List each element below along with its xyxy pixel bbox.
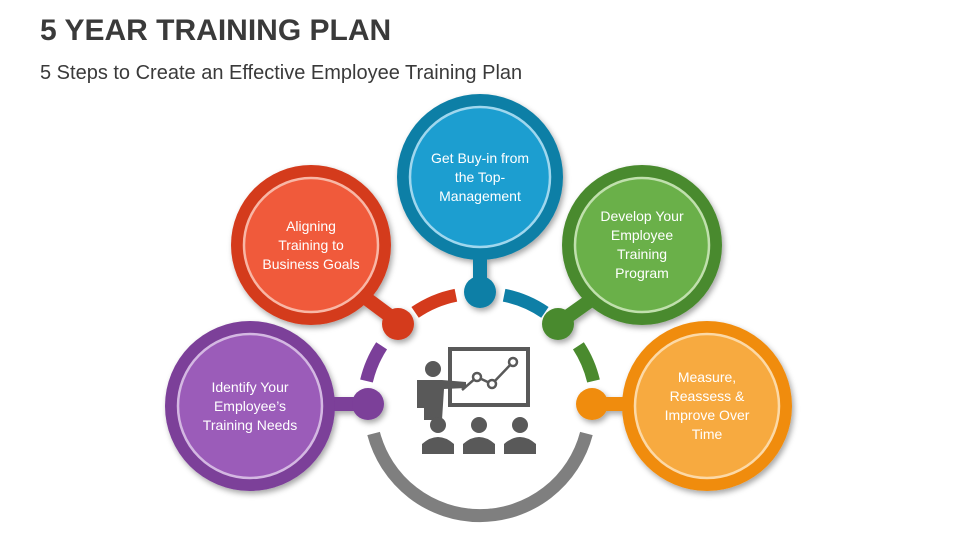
ring-segment-bottom <box>367 431 593 523</box>
step-2-node <box>231 165 414 340</box>
step-3-label: Get Buy-in from the Top-Management <box>430 149 530 204</box>
step-4-label: Develop Your Employee Training Program <box>600 208 684 281</box>
central-ring <box>360 288 600 523</box>
step-1-label: Identify Your Employee’s Training Needs <box>202 378 298 433</box>
step-2-label: Aligning Training to Business Goals <box>262 217 360 272</box>
ring-segment-blue <box>502 288 549 318</box>
step-4-node <box>542 165 722 340</box>
step-1-node <box>165 321 384 491</box>
step-3-node <box>397 94 563 308</box>
step-5-node <box>576 321 792 491</box>
ring-segment-purple <box>360 342 388 383</box>
page-title: 5 YEAR TRAINING PLAN <box>40 14 392 47</box>
step-5-label: Measure, Reassess & Improve Over Time <box>664 369 750 442</box>
presenter-with-chart-and-audience-icon <box>417 347 536 454</box>
page-subtitle: 5 Steps to Create an Effective Employee … <box>40 62 523 84</box>
ring-segment-red <box>411 288 458 318</box>
ring-segment-green <box>572 342 600 383</box>
